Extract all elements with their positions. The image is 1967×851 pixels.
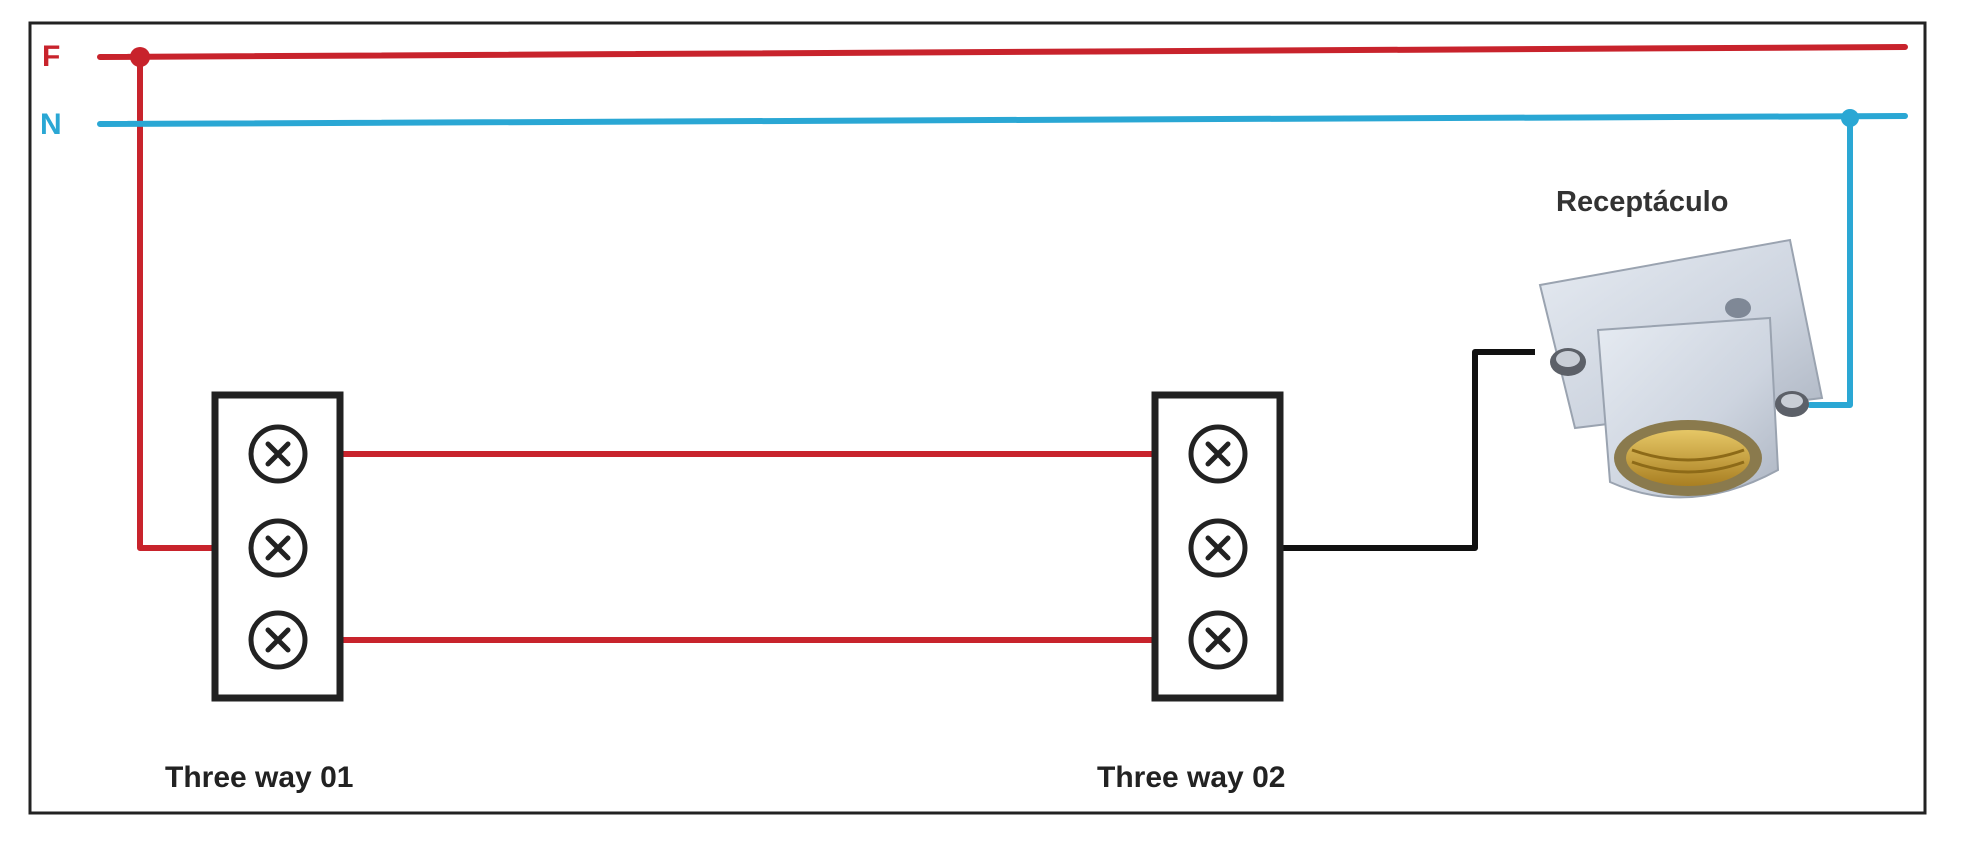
receptacle-screw-icon (1775, 391, 1809, 417)
receptacle-illustration (1538, 238, 1824, 499)
neutral-wire (97, 113, 1908, 408)
return-wire (1245, 349, 1535, 551)
neutral-label: N (40, 108, 62, 141)
phase-junction-dot (130, 47, 150, 67)
terminal-screw-icon (1188, 610, 1248, 670)
terminal-screw-icon (1188, 518, 1248, 578)
switch-02-label: Three way 02 (1097, 761, 1285, 794)
terminal-screw-icon (248, 518, 308, 578)
receptacle-label: Receptáculo (1556, 186, 1728, 218)
terminal-screw-icon (248, 610, 308, 670)
neutral-junction-dot (1841, 109, 1859, 127)
three-way-switch-01 (211, 391, 344, 702)
receptacle-screw-icon (1550, 348, 1586, 376)
three-way-switch-02 (1151, 391, 1284, 702)
switch-01-label: Three way 01 (165, 761, 353, 794)
phase-label: F (42, 40, 60, 73)
terminal-screw-icon (1188, 424, 1248, 484)
terminal-screw-icon (248, 424, 308, 484)
